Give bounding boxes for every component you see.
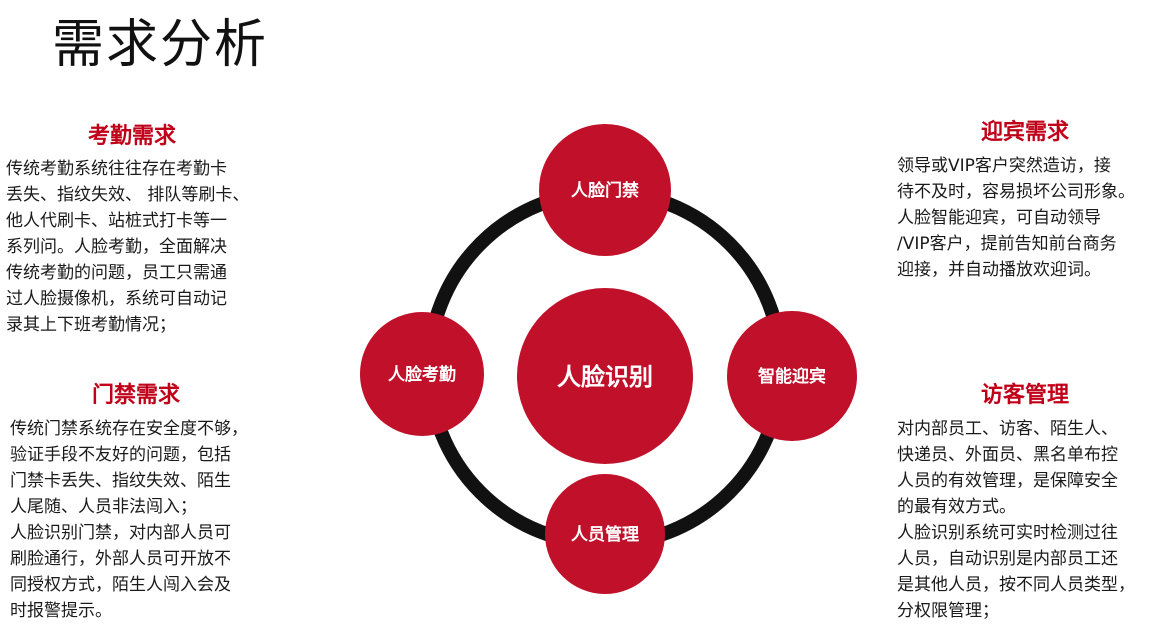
- node-left-label: 人脸考勤: [388, 364, 456, 385]
- node-center[interactable]: 人脸识别: [517, 288, 693, 464]
- node-right-label: 智能迎宾: [758, 366, 826, 387]
- attendance-body: 传统考勤系统往往存在考勤卡 丢失、指纹失效、 排队等刷卡、 他人代刷卡、站桩式打…: [6, 159, 250, 335]
- attendance-title: 考勤需求: [87, 124, 176, 149]
- visitor-body: 对内部员工、访客、陌生人、 快递员、外面员、黑名单布控 人员的有效管理，是保障安…: [897, 419, 1135, 621]
- node-left[interactable]: 人脸考勤: [360, 312, 484, 436]
- access-body: 传统门禁系统存在安全度不够， 验证手段不友好的问题，包括 门禁卡丢失、指纹失效、…: [10, 419, 248, 621]
- welcome-title: 迎宾需求: [980, 120, 1069, 145]
- node-bottom-label: 人员管理: [571, 524, 639, 545]
- node-bottom[interactable]: 人员管理: [545, 474, 665, 594]
- welcome-body: 领导或VIP客户突然造访，接 待不及时，容易损坏公司形象。 人脸智能迎宾，可自动…: [897, 156, 1135, 280]
- page-title: 需求分析: [52, 15, 269, 75]
- node-top[interactable]: 人脸门禁: [539, 124, 671, 256]
- node-right[interactable]: 智能迎宾: [727, 311, 857, 441]
- node-center-label: 人脸识别: [557, 363, 653, 391]
- node-top-label: 人脸门禁: [571, 180, 639, 201]
- visitor-title: 访客管理: [980, 383, 1069, 408]
- access-title: 门禁需求: [91, 383, 180, 408]
